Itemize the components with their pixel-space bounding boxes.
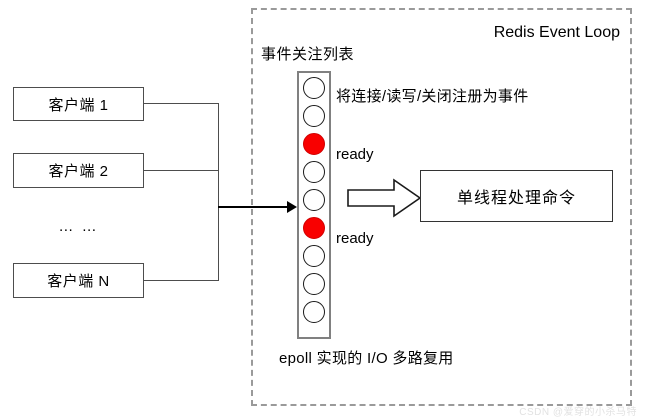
connector-line-client-1 <box>144 103 219 104</box>
single-thread-box-label: 单线程处理命令 <box>456 190 576 207</box>
client-box-2: 客户端 2 <box>13 153 144 188</box>
event-slot-idle <box>303 245 325 267</box>
csdn-watermark: CSDN @爱穿的小杀马特 <box>519 407 637 418</box>
event-slot-idle <box>303 273 325 295</box>
clients-to-eventlist-arrow-head <box>287 201 297 213</box>
clients-to-eventlist-arrow-line <box>218 206 289 208</box>
client-box-1-label: 客户端 1 <box>48 96 109 114</box>
redis-event-loop-container: Redis Event Loop <box>251 8 632 406</box>
event-slot-idle <box>303 301 325 323</box>
register-events-note: 将连接/读写/关闭注册为事件 <box>336 88 529 105</box>
eventlist-to-thread-block-arrow <box>347 178 422 218</box>
epoll-multiplexing-note: epoll 实现的 I/O 多路复用 <box>279 350 454 367</box>
event-slot-idle <box>303 189 325 211</box>
event-slot-idle <box>303 77 325 99</box>
connector-line-client-2 <box>144 170 219 171</box>
redis-event-loop-title: Redis Event Loop <box>493 24 620 41</box>
client-box-n-label: 客户端 N <box>47 273 110 290</box>
ready-label-first: ready <box>336 146 374 163</box>
client-box-n: 客户端 N <box>13 263 144 298</box>
client-box-1: 客户端 1 <box>13 87 144 121</box>
event-slot-ready <box>303 133 325 155</box>
event-list-title: 事件关注列表 <box>261 46 355 63</box>
connector-line-bus <box>218 103 219 281</box>
connector-line-client-n <box>144 280 219 281</box>
event-slot-idle <box>303 161 325 183</box>
ready-label-second: ready <box>336 230 374 247</box>
event-slot-idle <box>303 105 325 127</box>
client-box-2-label: 客户端 2 <box>48 163 109 180</box>
event-list-column <box>297 71 331 339</box>
event-slot-ready <box>303 217 325 239</box>
single-thread-box: 单线程处理命令 <box>420 170 613 222</box>
clients-ellipsis: … … <box>58 218 99 235</box>
